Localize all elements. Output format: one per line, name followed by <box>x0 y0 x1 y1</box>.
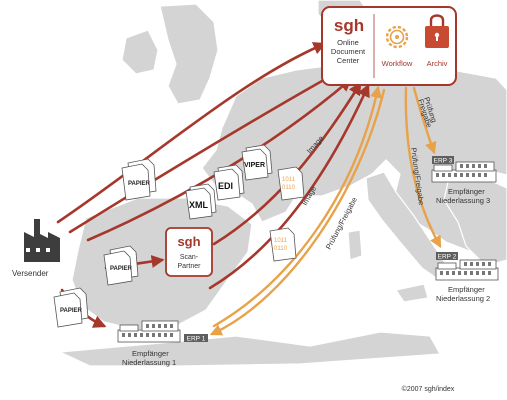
arrow-sender-to-odc-2 <box>68 70 341 234</box>
receiver1-line2: Niederlassung 1 <box>122 358 176 367</box>
erp1-badge <box>184 334 208 342</box>
doc-papier-middle: PAPIER <box>103 245 139 286</box>
copyright: ©2007 sgh/index <box>402 385 455 393</box>
orange-arrows <box>209 85 442 336</box>
odc-logo: sgh <box>334 16 364 35</box>
doc-edi-text: EDI <box>218 181 233 191</box>
scan-partner-box[interactable]: sgh Scan- Partner <box>165 227 213 277</box>
map-iberia <box>71 197 253 331</box>
doc-xml: XML <box>185 183 217 220</box>
archiv-label: Archiv <box>427 59 448 68</box>
arrow-sender-to-odc-3 <box>86 78 352 242</box>
receiver1-line1: Empfänger <box>132 349 169 358</box>
doc-papier-lower: PAPIER <box>53 287 89 328</box>
erp3-badge-text: ERP 3 <box>434 158 453 165</box>
scan-partner-line1: Scan- <box>180 254 199 261</box>
receiver-2: ERP 2 Empfänger Niederlassung 2 <box>435 252 499 303</box>
receiver3-line1: Empfänger <box>448 187 485 196</box>
arrow-workflow-to-erp1 <box>209 88 386 336</box>
erp2-badge <box>436 252 458 260</box>
map-ireland <box>121 29 159 75</box>
receiver-3: ERP 3 Empfänger Niederlassung 3 <box>431 156 497 205</box>
arrow-workflow-to-erp3 <box>412 86 437 155</box>
erp2-badge-text: ERP 2 <box>438 254 457 261</box>
doc-papier-lower-text: PAPIER <box>60 308 83 314</box>
building-icon-2 <box>435 259 499 281</box>
receiver3-line2: Niederlassung 3 <box>436 196 490 205</box>
building-icon-1 <box>117 320 181 343</box>
workflow-label: Workflow <box>382 59 413 68</box>
sender-label: Versender <box>12 269 49 278</box>
odc-title-line2: Document <box>331 47 366 56</box>
doc-binary-upper-line2: 0110 <box>282 185 296 191</box>
arrow-sender-to-odc-1 <box>56 42 327 224</box>
doc-viper-text: VIPER <box>244 162 265 169</box>
doc-binary-upper: 1011 0110 <box>277 166 305 201</box>
doc-binary-lower: 1011 0110 <box>269 227 297 262</box>
factory-icon <box>24 219 60 262</box>
odc-box-frame <box>321 6 457 86</box>
odc-header-box[interactable]: sgh Online Document Center Workflow Arch… <box>321 6 457 86</box>
map-north-africa <box>57 331 441 367</box>
archive-lock-icon <box>425 14 449 48</box>
odc-title-line1: Online <box>337 38 359 47</box>
arrow-workflow-to-erp2 <box>404 86 442 249</box>
odc-title-line3: Center <box>337 56 360 65</box>
doc-binary-upper-line1: 1011 <box>282 177 296 183</box>
map-sardinia <box>347 229 363 261</box>
erp1-badge-text: ERP 1 <box>187 336 206 343</box>
map-sicily <box>395 283 429 303</box>
map-uk <box>159 3 219 105</box>
arrow-image-to-odc <box>208 83 370 290</box>
doc-papier-upper: PAPIER <box>121 158 157 201</box>
scan-partner-logo: sgh <box>177 234 200 249</box>
scan-partner-line2: Partner <box>178 263 202 270</box>
receiver2-line2: Niederlassung 2 <box>436 294 490 303</box>
receiver-1: ERP 1 Empfänger Niederlassung 1 <box>117 320 208 367</box>
gear-icon <box>385 25 409 49</box>
doc-binary-lower-line2: 0110 <box>274 246 288 252</box>
receiver2-line1: Empfänger <box>448 285 485 294</box>
doc-papier-middle-text: PAPIER <box>110 266 133 272</box>
doc-xml-text: XML <box>189 200 209 210</box>
erp3-badge <box>432 156 454 164</box>
arrow-erp1-to-odc <box>212 85 382 328</box>
building-icon-3 <box>431 161 497 183</box>
scan-partner-frame <box>165 227 213 277</box>
doc-viper: VIPER <box>241 144 273 181</box>
doc-binary-lower-line1: 1011 <box>274 238 288 244</box>
doc-edi: EDI <box>213 164 245 201</box>
doc-papier-upper-text: PAPIER <box>128 181 151 187</box>
